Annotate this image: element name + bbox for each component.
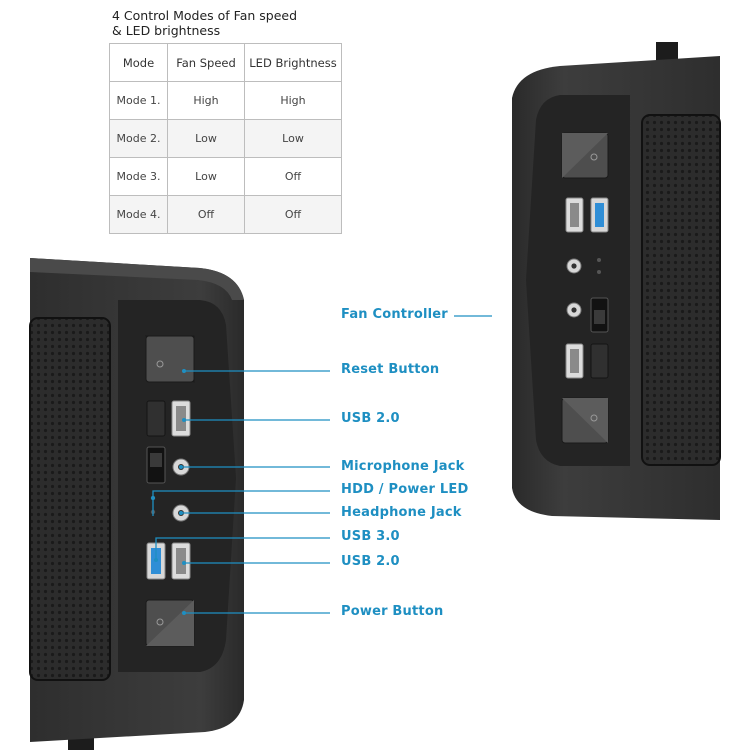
table-row: Mode 1. High High — [109, 81, 342, 120]
table-header-mode: Mode — [109, 43, 168, 82]
power-button-shape — [146, 600, 194, 646]
label-power-button: Power Button — [341, 604, 444, 619]
callout-dot — [182, 369, 186, 373]
label-headphone-jack: Headphone Jack — [341, 505, 462, 520]
label-usb20-bottom: USB 2.0 — [341, 554, 400, 569]
reset-button-shape — [562, 133, 608, 178]
title-line-1: 4 Control Modes of Fan speed — [112, 8, 298, 23]
table-cell: Low — [167, 157, 245, 196]
headphone-jack-hole — [571, 263, 577, 269]
usb20-port-inner — [570, 203, 579, 227]
table-cell: Mode 3. — [109, 157, 168, 196]
reset-icon — [156, 360, 164, 368]
case-foot — [656, 42, 678, 62]
blank-slot — [590, 343, 609, 379]
callout-dot — [179, 465, 183, 469]
title-line-2: & LED brightness — [112, 23, 221, 38]
label-usb30: USB 3.0 — [341, 529, 400, 544]
table-row: Mode 4. Off Off — [109, 195, 342, 234]
figure-title: 4 Control Modes of Fan speed & LED brigh… — [112, 8, 297, 38]
table-cell: Mode 2. — [109, 119, 168, 158]
table-cell: Off — [167, 195, 245, 234]
reset-icon — [590, 153, 598, 161]
reset-button-face — [145, 335, 195, 383]
callout-dots — [151, 369, 186, 615]
table-cell: High — [167, 81, 245, 120]
modes-table: Mode Fan Speed LED Brightness Mode 1. Hi… — [109, 43, 342, 234]
usb30-port-inner — [595, 203, 604, 227]
callout-lines — [152, 315, 492, 614]
right-case — [512, 42, 721, 520]
table-row: Mode 3. Low Off — [109, 157, 342, 196]
table-header-led-brightness: LED Brightness — [244, 43, 342, 82]
power-button-shape — [562, 398, 608, 443]
power-led — [597, 270, 601, 274]
label-hdd-power-led: HDD / Power LED — [341, 482, 469, 497]
callout-dot — [179, 511, 183, 515]
label-fan-controller: Fan Controller — [341, 307, 448, 322]
case-rim — [30, 258, 244, 300]
usb20-port-bottom-inner — [176, 548, 186, 574]
table-cell: Low — [167, 119, 245, 158]
callout-dot — [182, 611, 186, 615]
callout-dot — [182, 561, 186, 565]
table-cell: Off — [244, 157, 342, 196]
table-cell: Mode 4. — [109, 195, 168, 234]
label-usb20-top: USB 2.0 — [341, 411, 400, 426]
table-cell: Mode 1. — [109, 81, 168, 120]
table-header-row: Mode Fan Speed LED Brightness — [109, 43, 342, 82]
usb20-port-top-inner — [176, 406, 186, 431]
blank-slot — [146, 400, 166, 437]
callout-line-usb30 — [155, 537, 330, 560]
table-cell: High — [244, 81, 342, 120]
microphone-jack-hole — [571, 307, 577, 313]
callout-dot — [154, 558, 158, 562]
callout-line-hdd-power-led — [152, 490, 330, 498]
fan-switch-knob — [594, 310, 605, 324]
left-case — [29, 258, 244, 750]
mesh-panel — [641, 114, 721, 466]
hdd-led — [597, 258, 601, 262]
power-icon — [590, 414, 598, 422]
callout-dot — [151, 496, 155, 500]
usb20-port-inner — [570, 349, 579, 373]
fan-switch-knob — [150, 453, 162, 467]
power-icon — [156, 618, 164, 626]
label-microphone-jack: Microphone Jack — [341, 459, 465, 474]
label-reset-button: Reset Button — [341, 362, 440, 377]
callout-dot — [182, 418, 186, 422]
table-cell: Off — [244, 195, 342, 234]
mesh-panel — [29, 317, 111, 681]
